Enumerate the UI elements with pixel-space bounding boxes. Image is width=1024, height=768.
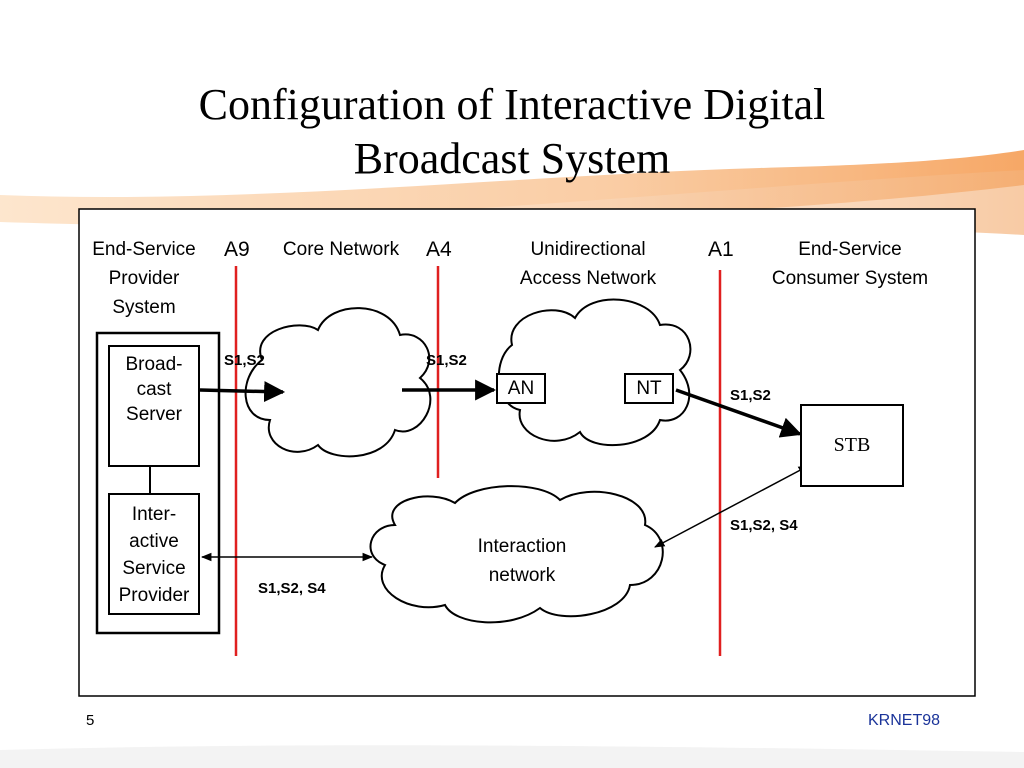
stb-interaction-signal-label: S1,S2, S4 (730, 517, 798, 534)
core-to-access-signal-label: S1,S2 (426, 352, 467, 369)
core-network-cloud (244, 307, 432, 458)
server-to-core-signal-label: S1,S2 (224, 352, 265, 369)
server-to-core-arrow (199, 381, 286, 403)
broadcast-server-box: Broad- cast Server (108, 345, 200, 467)
a1-interface-label: A1 (708, 238, 734, 261)
interactive-service-provider-box: Inter- active Service Provider (108, 493, 200, 615)
access-network-cloud (497, 298, 692, 447)
access-network-label: Unidirectional Access Network (519, 239, 657, 289)
consumer-system-label: End-Service Consumer System (771, 239, 929, 289)
provider-system-label: End-Service Provider System (82, 235, 206, 322)
slide-title: Configuration of Interactive Digital Bro… (0, 78, 1024, 186)
title-line: Broadcast System (353, 134, 671, 183)
nt-to-stb-arrow (675, 388, 802, 438)
a9-interface-label: A9 (224, 238, 250, 261)
slide-number: 5 (86, 712, 95, 729)
title-line: Configuration of Interactive Digital (198, 80, 826, 129)
stb-interaction-arrow (654, 465, 809, 548)
an-box: AN (496, 373, 546, 404)
interaction-network-label: Interaction network (477, 536, 567, 586)
a4-interface-label: A4 (426, 238, 452, 261)
provider-interaction-signal-label: S1,S2, S4 (258, 580, 326, 597)
nt-box: NT (624, 373, 674, 404)
interaction-network-cloud (369, 485, 664, 624)
nt-to-stb-signal-label: S1,S2 (730, 387, 771, 404)
footer-brand: KRNET98 (868, 712, 941, 729)
core-network-label: Core Network (264, 235, 418, 264)
background-swoosh (0, 745, 1024, 768)
stb-label: STB (833, 434, 871, 456)
stb-box: STB (800, 404, 904, 487)
